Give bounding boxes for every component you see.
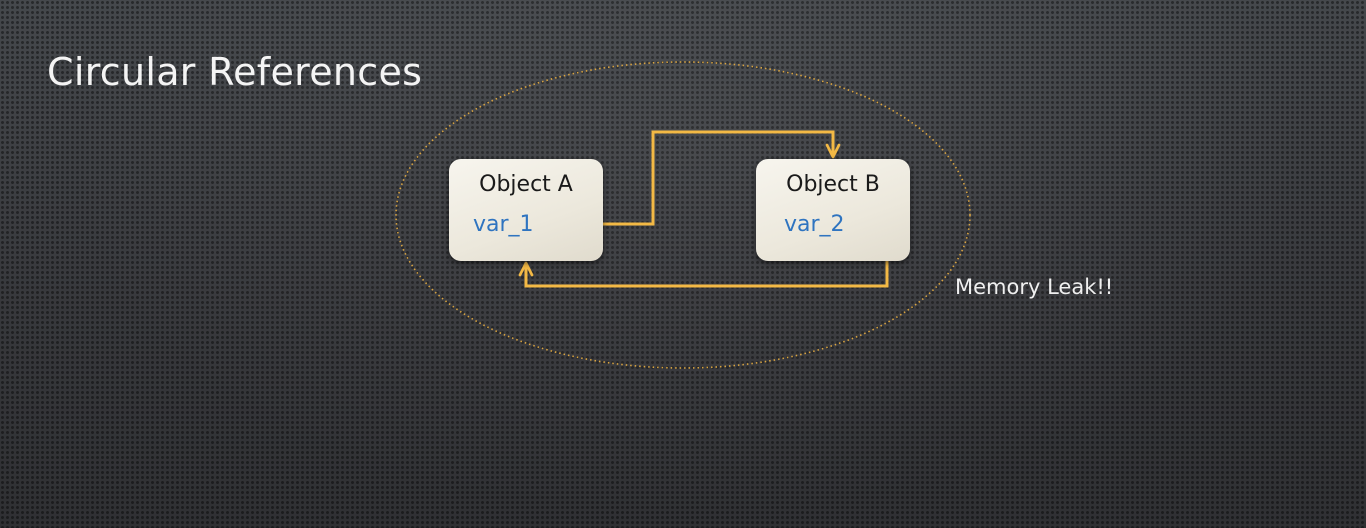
object-a-label: Object A: [479, 172, 573, 197]
object-b-label: Object B: [786, 172, 880, 197]
object-a-box: Object A var_1: [449, 159, 603, 261]
slide-title: Circular References: [47, 50, 423, 94]
object-b-box: Object B var_2: [756, 159, 910, 261]
memory-leak-label: Memory Leak!!: [955, 275, 1114, 299]
object-a-variable: var_1: [473, 212, 534, 237]
scope-ellipse: [395, 61, 971, 369]
object-b-variable: var_2: [784, 212, 845, 237]
reference-arrow-a-to-b: [551, 130, 841, 226]
